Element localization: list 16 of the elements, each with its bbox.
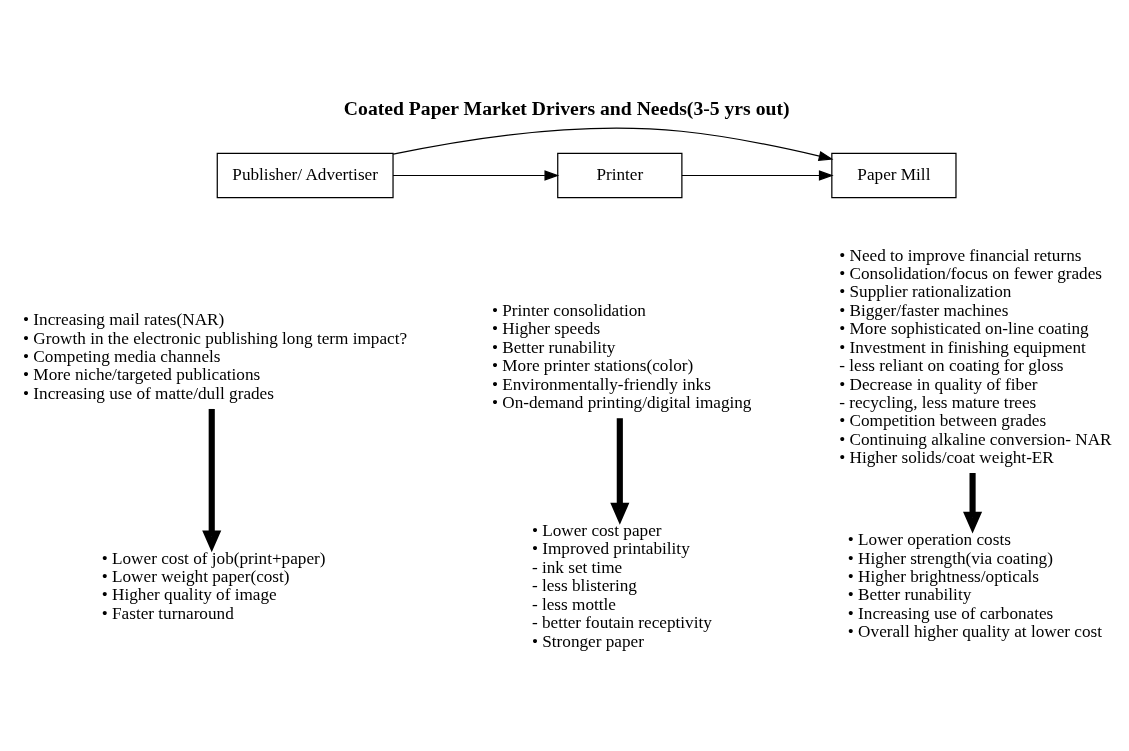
arrow bbox=[610, 417, 630, 525]
arrow bbox=[392, 169, 560, 181]
arrow bbox=[963, 472, 983, 533]
node-text: • Lower cost of job(print+paper) • Lower weight paper(cost) • Higher quality of image • Faster turnaround bbox=[101, 548, 326, 623]
diagram-title: Coated Paper Market Drivers and Needs(3-5 yrs out) bbox=[343, 96, 790, 119]
node-box: Paper Mill bbox=[831, 152, 957, 198]
arrow bbox=[681, 169, 834, 181]
node-text: • Lower cost paper • Improved printability - ink set time - less blistering - less mottle - better foutain receptivity • Stronger paper bbox=[531, 520, 712, 650]
node-text: • Need to improve financial returns • Consolidation/focus on fewer grades • Supplier rationalization • Bigger/faster machines • More sophisticated on-line coating • Investment in finishing equipment - less reliant on coating for gloss • Decrease in quality of fiber - recycling, less mature trees • Competition between grades • Continuing alkaline conversion- NAR • Higher solids/coat weight-ER bbox=[839, 245, 1112, 467]
arrow bbox=[392, 127, 834, 161]
node-text: • Increasing mail rates(NAR) • Growth in the electronic publishing long term impact? • Competing media channels • More niche/targeted publications • Increasing use of matte/dull grades bbox=[23, 309, 408, 403]
node-text: • Lower operation costs • Higher strength(via coating) • Higher brightness/opticals • Better runability • Increasing use of carbonates • Overall higher quality at lower cost bbox=[847, 529, 1103, 641]
node-box: Printer bbox=[557, 152, 683, 198]
arrow bbox=[202, 408, 222, 552]
node-text: • Printer consolidation • Higher speeds • Better runability • More printer stations(color) • Environmentally-friendly inks • On-demand printing/digital imaging bbox=[491, 300, 752, 412]
node-box: Publisher/ Advertiser bbox=[216, 152, 394, 198]
